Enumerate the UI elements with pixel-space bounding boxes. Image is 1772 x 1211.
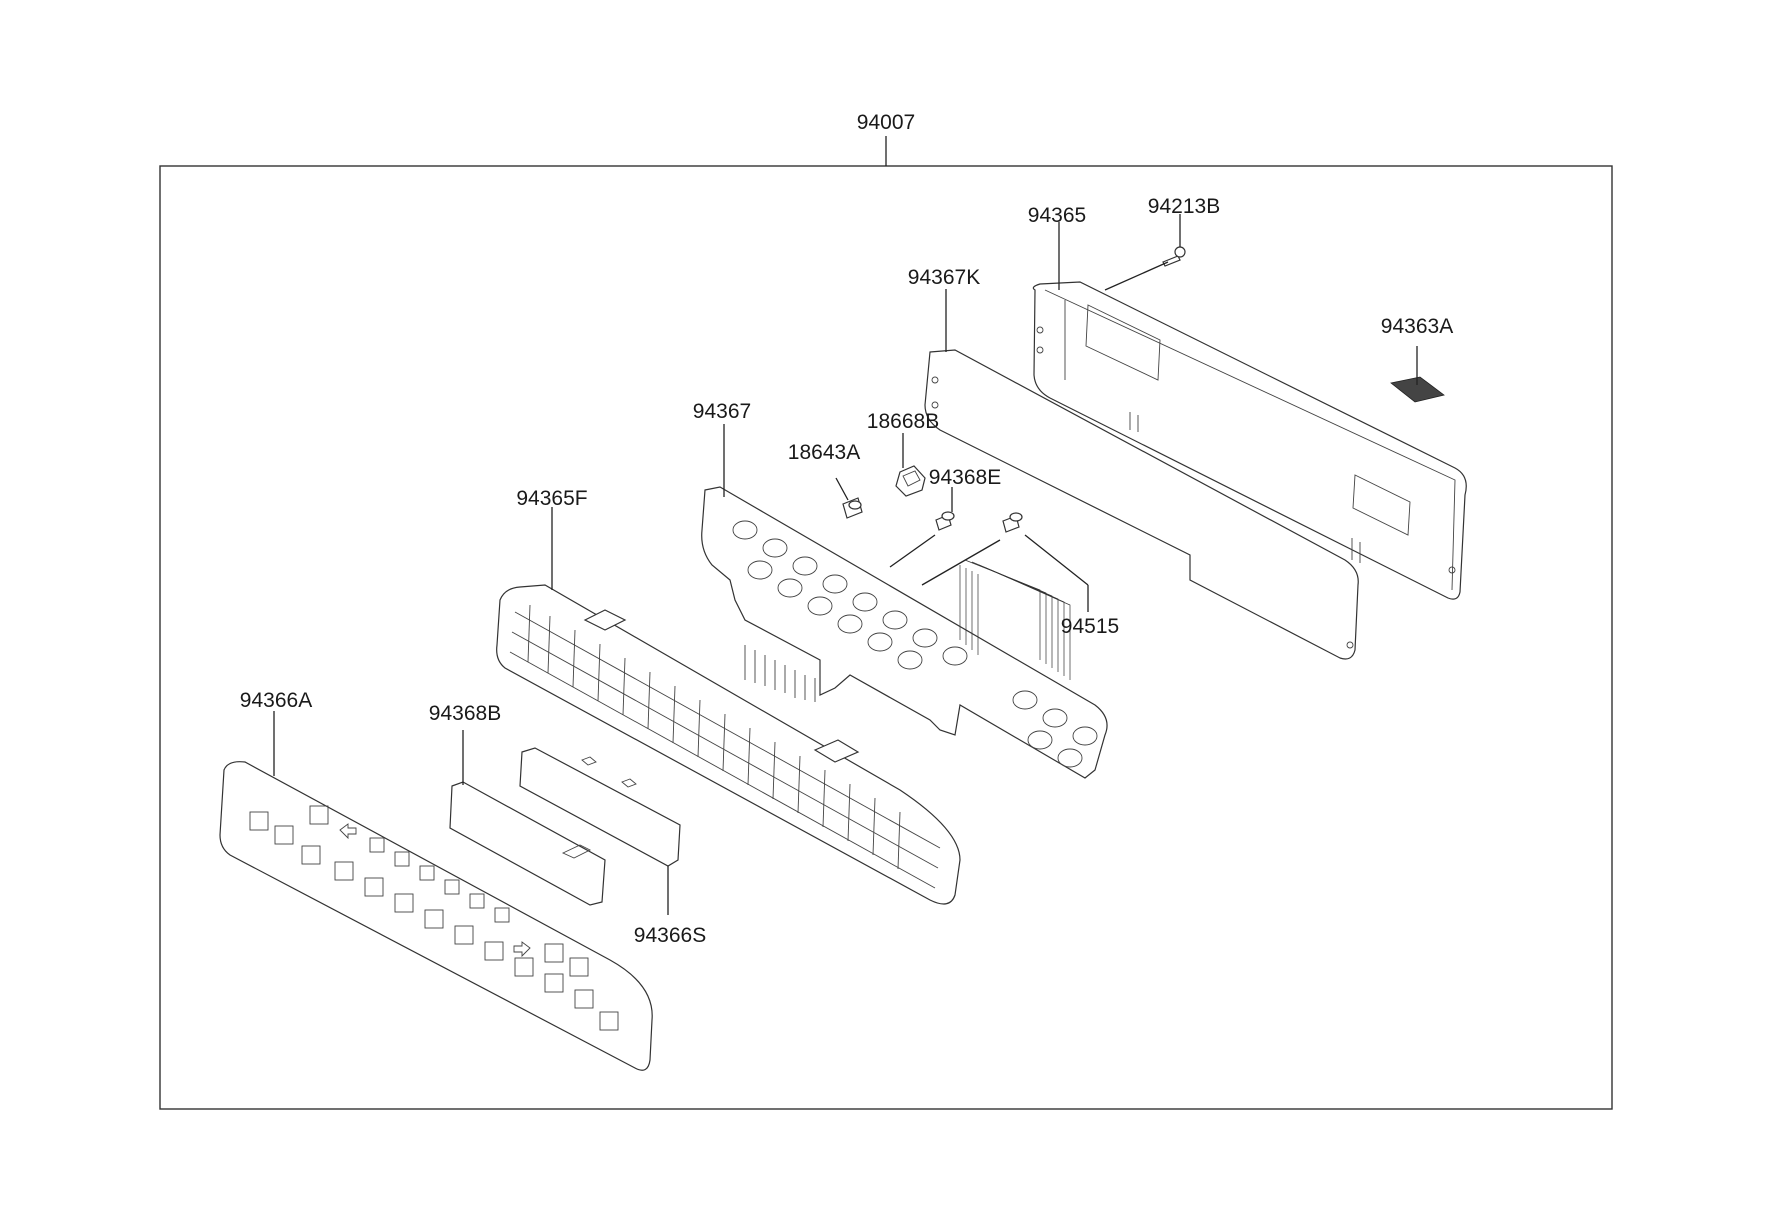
label-lens: 94368B xyxy=(429,702,501,725)
label-switch-pcb: 94367 xyxy=(693,400,751,423)
lamp-a xyxy=(935,511,955,531)
label-lamp-b: 94515 xyxy=(1061,615,1119,638)
bulb xyxy=(842,497,863,519)
label-bulb: 18643A xyxy=(788,441,860,464)
pcb-traces xyxy=(959,559,1071,680)
pcb-contacts xyxy=(732,520,1098,768)
label-bulb-socket: 18668B xyxy=(867,410,939,433)
label-button-strip: 94366S xyxy=(634,924,706,947)
panel-buttons xyxy=(249,805,619,1031)
leader-lamp-a-pcb xyxy=(889,534,936,568)
switch-pcb xyxy=(701,486,1108,779)
rear-housing xyxy=(1032,281,1467,600)
bulb-socket xyxy=(895,465,926,497)
label-lamp-a: 94368E xyxy=(929,466,1001,489)
front-panel xyxy=(219,761,653,1071)
pad xyxy=(1390,376,1445,403)
leader-bulb xyxy=(835,477,849,501)
label-front-housing: 94365F xyxy=(516,487,587,510)
label-pad: 94363A xyxy=(1381,315,1453,338)
label-housing-rear: 94365 xyxy=(1028,204,1086,227)
label-screw: 94213B xyxy=(1148,195,1220,218)
front-housing xyxy=(496,584,961,905)
label-pcb-plate: 94367K xyxy=(908,266,980,289)
label-front-panel: 94366A xyxy=(240,689,312,712)
pcb-plate xyxy=(924,349,1359,660)
leader-lamp-b xyxy=(1024,534,1089,586)
lamp-b xyxy=(1002,512,1023,533)
leader-screw xyxy=(1104,261,1169,291)
housing-grid xyxy=(509,604,941,889)
leader-lamp-b-pcb xyxy=(921,539,1001,586)
button-strip xyxy=(519,747,681,867)
label-assembly: 94007 xyxy=(857,111,915,134)
